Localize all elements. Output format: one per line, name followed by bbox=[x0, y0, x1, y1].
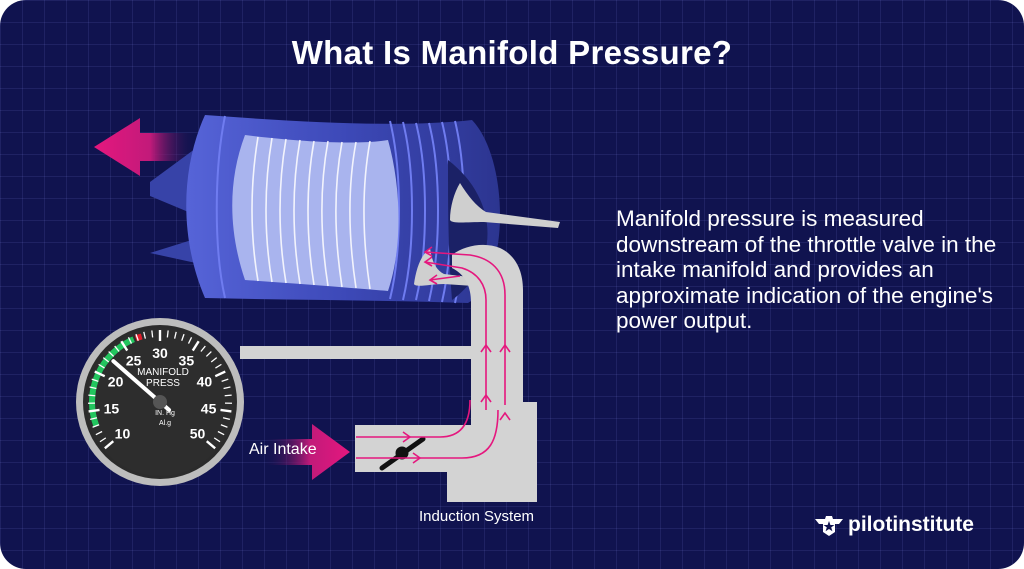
gauge-tick bbox=[173, 331, 177, 339]
gauge-tick bbox=[220, 408, 232, 413]
gauge-scale-label: 35 bbox=[179, 353, 195, 369]
gauge-tick bbox=[200, 345, 206, 352]
gauge-tick bbox=[94, 370, 106, 378]
gauge-tick bbox=[224, 394, 232, 397]
gauge-green-arc bbox=[89, 336, 135, 427]
gauge-tick bbox=[221, 378, 229, 382]
gauge-scale-label: 30 bbox=[152, 345, 168, 361]
gauge-tick bbox=[217, 430, 225, 436]
gauge-tick bbox=[213, 437, 221, 443]
gauge-tick bbox=[92, 424, 100, 428]
gauge-title-line2: PRESS bbox=[146, 378, 180, 389]
induction-system-label: Induction System bbox=[419, 508, 535, 525]
gauge-scale-label: 40 bbox=[197, 373, 213, 389]
gauge-tick bbox=[143, 331, 147, 339]
gauge-scale-label: 10 bbox=[115, 425, 131, 441]
air-intake-label: Air Intake bbox=[249, 441, 317, 458]
gauge-scale-label: 15 bbox=[104, 400, 120, 416]
airflow-arrowheads bbox=[402, 246, 511, 464]
gauge-tick bbox=[88, 408, 100, 413]
gauge-red-mark bbox=[134, 333, 143, 342]
gauge-unit-line2: Al.g bbox=[159, 420, 171, 427]
gauge-tick bbox=[205, 351, 212, 357]
gauge-tick bbox=[88, 394, 96, 397]
gauge-tick bbox=[187, 337, 193, 344]
page-title: What Is Manifold Pressure? bbox=[291, 34, 733, 71]
exhaust-valve bbox=[450, 183, 560, 228]
brand-logo[interactable]: pilotinstitute bbox=[813, 510, 974, 540]
gauge-tick bbox=[108, 351, 115, 357]
gauge-tick bbox=[205, 440, 216, 450]
gauge-line bbox=[240, 346, 472, 359]
gauge-unit-line1: IN. Hg bbox=[155, 410, 175, 417]
gauge-scale-label: 20 bbox=[108, 373, 124, 389]
gauge-tick bbox=[98, 363, 105, 369]
gauge-tick bbox=[127, 337, 133, 344]
description-text: Manifold pressure is measured downstream… bbox=[616, 206, 997, 334]
gauge-tick bbox=[166, 330, 169, 338]
gauge-tick bbox=[210, 357, 218, 363]
pilot-wings-icon bbox=[815, 516, 843, 536]
gauge-tick bbox=[99, 437, 107, 443]
brand-name: pilotinstitute bbox=[848, 513, 974, 536]
gauge-title-line1: MANIFOLD bbox=[137, 367, 189, 378]
gauge-tick bbox=[181, 333, 185, 341]
gauge-scale-label: 50 bbox=[190, 425, 206, 441]
gauge-tick bbox=[120, 340, 129, 352]
throttle-valve bbox=[379, 436, 426, 471]
gauge-tick bbox=[214, 370, 226, 378]
gauge-tick bbox=[215, 363, 222, 369]
gauge-scale-label: 25 bbox=[126, 353, 142, 369]
gauge-tick bbox=[102, 357, 110, 363]
gauge-tick bbox=[220, 424, 228, 428]
gauge-scale-label: 45 bbox=[201, 400, 217, 416]
gauge-tick bbox=[91, 378, 99, 382]
air-intake-arrow bbox=[262, 424, 350, 480]
gauge-tick bbox=[222, 417, 231, 421]
gauge-tick bbox=[191, 340, 200, 352]
gauge-tick bbox=[223, 386, 231, 390]
gauge-tick bbox=[114, 345, 120, 352]
gauge-tick bbox=[104, 440, 115, 450]
gauge-tick bbox=[89, 417, 98, 421]
gauge-tick bbox=[151, 330, 154, 338]
gauge-tick bbox=[95, 430, 103, 436]
gauge-tick bbox=[135, 333, 139, 341]
airflow-paths bbox=[356, 251, 506, 459]
gauge-needle bbox=[111, 359, 172, 412]
gauge-tick bbox=[89, 386, 97, 390]
gauge-needle-hub bbox=[153, 395, 167, 409]
exhaust-arrow bbox=[94, 118, 196, 176]
